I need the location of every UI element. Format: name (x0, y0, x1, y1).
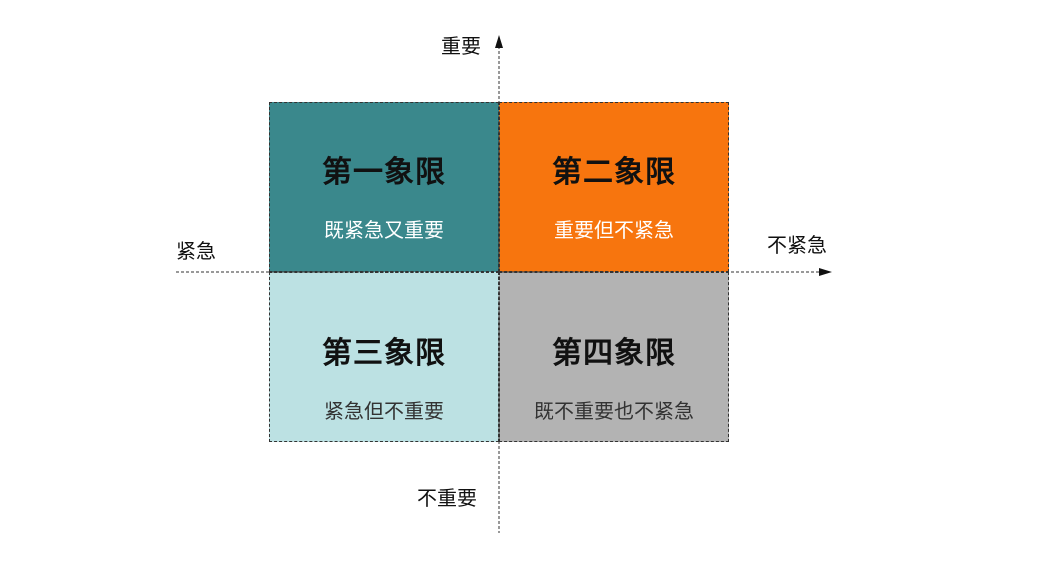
quadrant-4: 第四象限 既不重要也不紧急 (499, 272, 729, 442)
up-arrowhead-icon (495, 35, 503, 48)
quadrant-3-title: 第三象限 (322, 336, 446, 371)
axis-label-urgent: 紧急 (176, 239, 216, 263)
axis-label-not-important: 不重要 (417, 486, 477, 510)
quadrant-3-subtitle: 紧急但不重要 (324, 399, 444, 423)
axis-label-not-urgent: 不紧急 (767, 233, 827, 257)
quadrant-1-title: 第一象限 (322, 155, 446, 190)
quadrant-2-subtitle: 重要但不紧急 (554, 218, 674, 242)
quadrant-2-title: 第二象限 (552, 155, 676, 190)
quadrant-2: 第二象限 重要但不紧急 (499, 102, 729, 272)
quadrant-1-subtitle: 既紧急又重要 (324, 218, 444, 242)
quadrant-4-subtitle: 既不重要也不紧急 (534, 399, 694, 423)
right-arrowhead-icon (819, 268, 832, 276)
quadrant-4-title: 第四象限 (552, 336, 676, 371)
axis-label-important: 重要 (441, 34, 481, 58)
quadrant-3: 第三象限 紧急但不重要 (269, 272, 499, 442)
quadrant-1: 第一象限 既紧急又重要 (269, 102, 499, 272)
